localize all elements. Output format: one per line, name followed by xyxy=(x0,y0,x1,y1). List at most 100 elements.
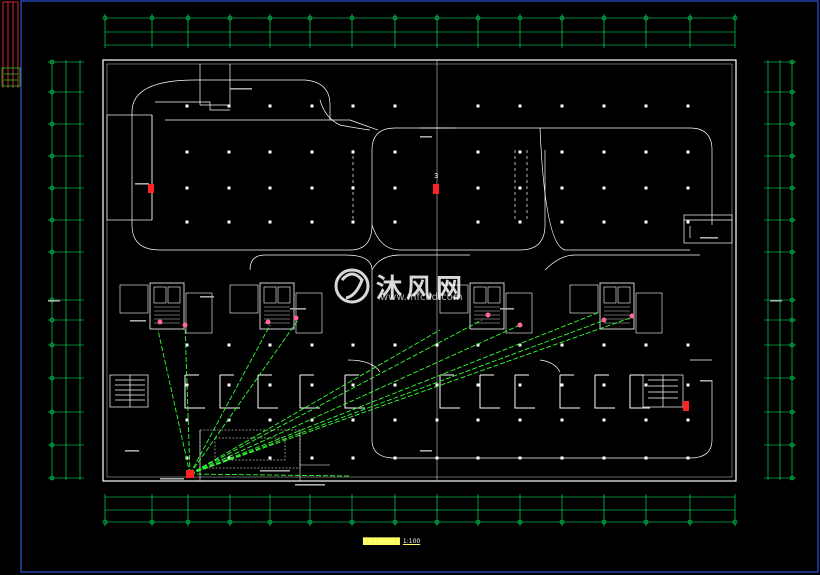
right-axis-bubble xyxy=(789,317,795,323)
column xyxy=(686,383,690,387)
right-axis-bubble xyxy=(789,297,795,303)
column xyxy=(518,104,522,108)
annotation-mark xyxy=(700,380,712,382)
column xyxy=(227,220,231,224)
right-axis-bubble xyxy=(789,342,795,348)
core-outline xyxy=(149,282,185,330)
bottom-axis-bubble xyxy=(267,519,273,525)
shop-wall xyxy=(219,375,240,409)
annotation-mark xyxy=(130,320,146,322)
column xyxy=(227,383,231,387)
wire xyxy=(189,329,441,475)
left-axis-bubble xyxy=(49,249,55,255)
building-inner-outline xyxy=(106,63,733,478)
column xyxy=(644,418,648,422)
shop-wall xyxy=(559,375,580,409)
column xyxy=(644,383,648,387)
bottom-axis-bubble xyxy=(643,519,649,525)
column xyxy=(644,186,648,190)
column xyxy=(602,418,606,422)
shop-wall xyxy=(184,375,205,409)
column xyxy=(268,104,272,108)
annotation-mark xyxy=(230,88,252,90)
shop-wall xyxy=(439,375,460,409)
column xyxy=(185,220,189,224)
column xyxy=(268,343,272,347)
column xyxy=(602,456,606,460)
side-room xyxy=(635,292,663,334)
column xyxy=(185,343,189,347)
column xyxy=(686,104,690,108)
side-room xyxy=(295,292,323,334)
column xyxy=(310,220,314,224)
right-axis-bubble xyxy=(789,217,795,223)
column xyxy=(644,456,648,460)
device xyxy=(182,322,188,328)
column xyxy=(435,343,439,347)
column xyxy=(560,104,564,108)
right-axis-bubble xyxy=(789,185,795,191)
column xyxy=(227,418,231,422)
column xyxy=(310,104,314,108)
column xyxy=(560,456,564,460)
left-frame-strips xyxy=(2,1,19,88)
left-axis-bubble xyxy=(49,185,55,191)
left-axis-bubble xyxy=(49,153,55,159)
column xyxy=(602,343,606,347)
left-axis-bubble xyxy=(49,121,55,127)
column xyxy=(644,104,648,108)
elevator-shaft xyxy=(277,286,291,304)
bottom-axis-bubble xyxy=(185,519,191,525)
top-axis-bubble xyxy=(392,15,398,21)
column xyxy=(476,104,480,108)
left-axis-bubble xyxy=(49,317,55,323)
elevator-shaft xyxy=(473,286,487,304)
annotation-mark xyxy=(48,300,60,302)
side-room xyxy=(185,292,213,334)
equipment-room xyxy=(199,429,301,469)
column xyxy=(644,150,648,154)
column xyxy=(518,186,522,190)
right-axis-bubble xyxy=(789,153,795,159)
column xyxy=(560,383,564,387)
column xyxy=(686,220,690,224)
column xyxy=(518,383,522,387)
shop-wall xyxy=(344,375,365,409)
watermark-logo xyxy=(334,268,370,304)
shop-partitions xyxy=(184,374,650,409)
column xyxy=(185,104,189,108)
column xyxy=(227,456,231,460)
title-underline-block: ████████ xyxy=(363,538,400,545)
annotation-mark xyxy=(160,478,184,480)
top-axis-bubble xyxy=(559,15,565,21)
left-axis-bubble xyxy=(49,217,55,223)
right-entry xyxy=(683,214,733,244)
left-axis-bubble xyxy=(49,475,55,481)
annotation-mark xyxy=(700,237,718,239)
top-axis-bubble xyxy=(307,15,313,21)
left-axis-bubble xyxy=(49,442,55,448)
top-axis-bubble xyxy=(349,15,355,21)
column xyxy=(185,383,189,387)
column xyxy=(476,220,480,224)
side-room xyxy=(439,284,469,314)
wire xyxy=(189,311,601,475)
column xyxy=(227,343,231,347)
right-axis-bubble xyxy=(789,59,795,65)
column xyxy=(393,104,397,108)
title-scale: 1:100 xyxy=(402,538,421,545)
column xyxy=(602,186,606,190)
column xyxy=(268,150,272,154)
column xyxy=(393,456,397,460)
column xyxy=(476,383,480,387)
column xyxy=(185,456,189,460)
device xyxy=(485,312,491,318)
bottom-axis-bubble xyxy=(475,519,481,525)
upper-driveway xyxy=(131,79,713,251)
annotation-mark xyxy=(290,308,306,310)
annotation-mark xyxy=(135,183,149,185)
shop-wall xyxy=(629,375,650,409)
device xyxy=(517,322,523,328)
left-axis-bubble xyxy=(49,342,55,348)
